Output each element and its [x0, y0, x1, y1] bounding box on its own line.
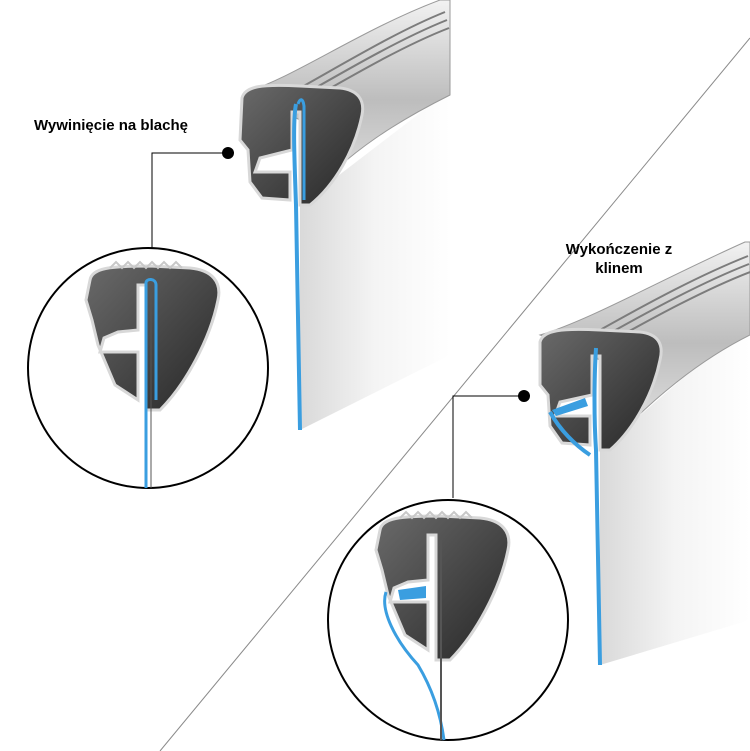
label-fold-over-sheet: Wywinięcie na blachę: [34, 117, 188, 134]
label-wedge-finish-line1: Wykończenie z: [565, 241, 673, 258]
rail-groove: [602, 263, 750, 338]
profile-ridges: [109, 260, 183, 270]
profile-detail: [84, 264, 221, 412]
pool-wall-section-bottom: [538, 241, 750, 666]
liner-detail: [383, 591, 446, 741]
pool-wall-panel: [600, 320, 750, 665]
liner-detail: [144, 278, 158, 488]
profile-detail: [374, 514, 511, 662]
pool-wall-panel: [300, 90, 450, 430]
liner-sheet: [292, 103, 302, 431]
profile-ridges: [399, 510, 473, 520]
detail-circle-fold-over: [27, 247, 269, 489]
diagonal-divider: [159, 37, 750, 751]
leader-line: [151, 152, 228, 262]
leader-line: [452, 395, 524, 498]
rail-groove: [302, 19, 448, 96]
liner-sheet: [548, 347, 602, 666]
rail-groove: [599, 255, 749, 331]
pool-wall-section-top: [238, 0, 451, 431]
detail-circle-wedge-finish: [327, 499, 569, 741]
profile-cross-section: [238, 83, 365, 207]
wedge-detail: [398, 586, 426, 600]
label-wedge-finish-line2: klinem: [595, 260, 643, 277]
wedge: [552, 398, 588, 416]
rail-groove: [299, 11, 446, 89]
label-wedge-finish: Wykończenie z klinem: [534, 240, 704, 278]
liner-edge: [296, 98, 306, 200]
profile-cross-section: [538, 327, 663, 452]
